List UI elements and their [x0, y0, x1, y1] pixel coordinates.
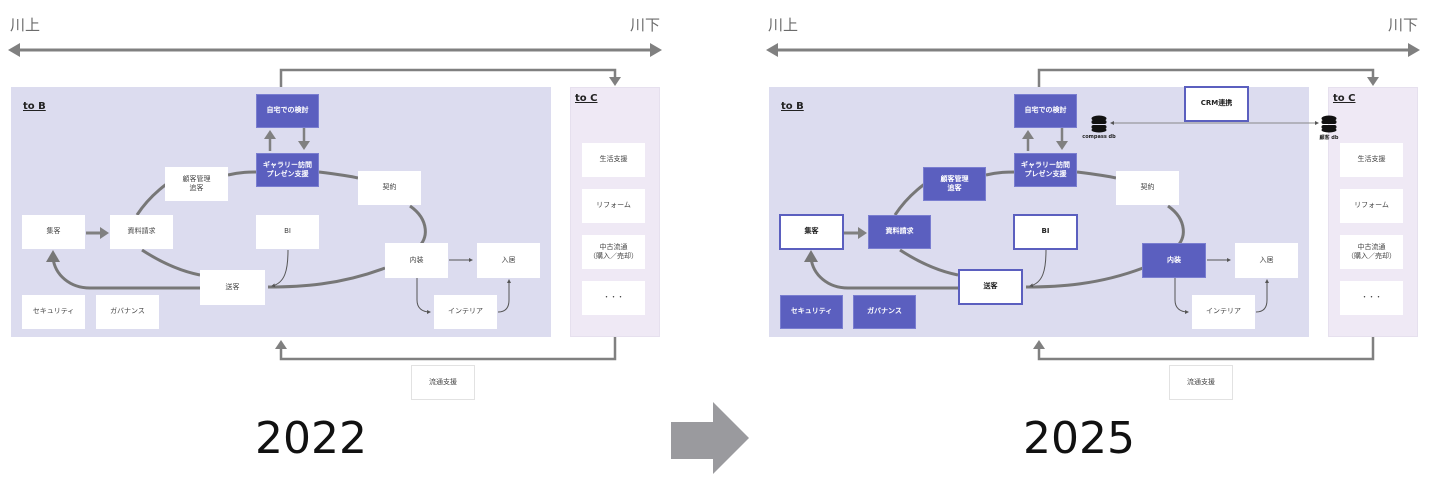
node-bi[interactable]: BI — [256, 215, 319, 249]
customer-db-label: 顧客 db — [1319, 135, 1339, 141]
toc-item[interactable]: ・・・ — [1340, 281, 1403, 315]
node-contract[interactable]: 契約 — [1116, 171, 1179, 205]
node-governance[interactable]: ガバナンス — [96, 295, 159, 329]
node-crm-integration[interactable]: CRM連携 — [1184, 86, 1249, 122]
node-gallery-visit[interactable]: ギャラリー訪問 プレゼン支援 — [256, 153, 319, 187]
node-brochure-request[interactable]: 資料請求 — [110, 215, 173, 249]
node-acquisition[interactable]: 集客 — [22, 215, 85, 249]
to-b-label: to B — [23, 101, 46, 112]
to-c-label: to C — [575, 93, 598, 104]
node-interior[interactable]: インテリア — [434, 295, 497, 329]
node-referral[interactable]: 送客 — [200, 270, 265, 305]
top-link — [279, 68, 617, 87]
toc-item[interactable]: 生活支援 — [582, 143, 645, 177]
downstream-label: 川下 — [1388, 16, 1419, 34]
node-interior-finish[interactable]: 内装 — [385, 243, 448, 278]
to-b-label: to B — [781, 101, 804, 112]
axis-left-arrowhead — [8, 43, 20, 57]
node-distribution-support[interactable]: 流通支援 — [411, 365, 475, 400]
node-customer-management[interactable]: 顧客管理 追客 — [165, 167, 228, 201]
database-icon — [1321, 115, 1337, 133]
node-distribution-support[interactable]: 流通支援 — [1169, 365, 1233, 400]
node-customer-management[interactable]: 顧客管理 追客 — [923, 167, 986, 201]
node-move-in[interactable]: 入居 — [477, 243, 540, 278]
toc-item[interactable]: 中古流通 （購入／売却） — [582, 235, 645, 269]
node-acquisition[interactable]: 集客 — [779, 214, 844, 250]
node-referral[interactable]: 送客 — [958, 269, 1023, 305]
node-security[interactable]: セキュリティ — [780, 295, 843, 329]
toc-item[interactable]: 生活支援 — [1340, 143, 1403, 177]
to-c-label: to C — [1333, 93, 1356, 104]
downstream-label: 川下 — [630, 16, 661, 34]
node-interior[interactable]: インテリア — [1192, 295, 1255, 329]
node-brochure-request[interactable]: 資料請求 — [868, 215, 931, 249]
toc-item[interactable]: リフォーム — [582, 189, 645, 223]
node-gallery-visit[interactable]: ギャラリー訪問 プレゼン支援 — [1014, 153, 1077, 187]
toc-item[interactable]: 中古流通 （購入／売却） — [1340, 235, 1403, 269]
node-bi[interactable]: BI — [1013, 214, 1078, 250]
node-home-review[interactable]: 自宅での検討 — [256, 94, 319, 128]
toc-item[interactable]: リフォーム — [1340, 189, 1403, 223]
year-label: 2022 — [255, 413, 367, 464]
node-move-in[interactable]: 入居 — [1235, 243, 1298, 278]
node-home-review[interactable]: 自宅での検討 — [1014, 94, 1077, 128]
upstream-label: 川上 — [768, 16, 799, 34]
node-interior-finish[interactable]: 内装 — [1142, 243, 1206, 278]
node-governance[interactable]: ガバナンス — [853, 295, 916, 329]
toc-item[interactable]: ・・・ — [582, 281, 645, 315]
database-icon — [1091, 115, 1107, 133]
compass-db-label: compass db — [1082, 134, 1116, 140]
right-arrow-icon — [671, 402, 749, 474]
year-label: 2025 — [1023, 413, 1135, 464]
node-security[interactable]: セキュリティ — [22, 295, 85, 329]
upstream-label: 川上 — [10, 16, 41, 34]
bottom-link — [279, 337, 617, 361]
axis-right-arrowhead — [650, 43, 662, 57]
node-contract[interactable]: 契約 — [358, 171, 421, 205]
